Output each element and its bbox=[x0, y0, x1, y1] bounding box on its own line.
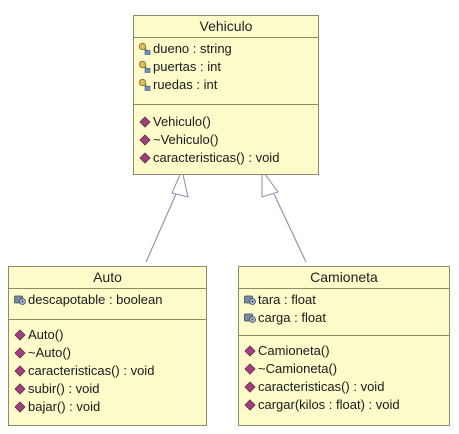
member-text: ~Auto() bbox=[28, 345, 71, 360]
member-row[interactable]: subir() : void bbox=[13, 380, 206, 398]
key-field-icon bbox=[138, 60, 152, 74]
member-text: carga : float bbox=[258, 310, 326, 325]
method-icon bbox=[243, 362, 257, 376]
member-text: ~Camioneta() bbox=[258, 361, 338, 376]
key-field-icon bbox=[138, 42, 152, 56]
member-text: descapotable : boolean bbox=[28, 292, 163, 307]
member-row[interactable]: ruedas : int bbox=[138, 76, 318, 94]
member-text: ruedas : int bbox=[153, 77, 218, 92]
private-field-icon bbox=[13, 293, 27, 307]
member-row[interactable]: caracteristicas() : void bbox=[13, 362, 206, 380]
member-row[interactable]: descapotable : boolean bbox=[13, 291, 206, 309]
member-row[interactable]: puertas : int bbox=[138, 58, 318, 76]
method-icon bbox=[13, 382, 27, 396]
method-icon bbox=[243, 344, 257, 358]
member-row[interactable]: Vehiculo() bbox=[138, 113, 318, 131]
member-row[interactable]: carga : float bbox=[243, 309, 449, 327]
method-icon bbox=[13, 328, 27, 342]
member-row[interactable]: Auto() bbox=[13, 326, 206, 344]
attributes-auto: descapotable : boolean bbox=[9, 289, 206, 320]
key-field-icon bbox=[138, 78, 152, 92]
methods-auto: Auto() ~Auto() caracteristicas() : void sub… bbox=[9, 320, 206, 418]
method-icon bbox=[13, 400, 27, 414]
member-row[interactable]: caracteristicas() : void bbox=[138, 149, 318, 167]
methods-camioneta: Camioneta() ~Camioneta() caracteristicas()… bbox=[239, 336, 449, 416]
member-text: caracteristicas() : void bbox=[258, 379, 385, 394]
member-text: cargar(kilos : float) : void bbox=[258, 397, 400, 412]
member-row[interactable]: ~Camioneta() bbox=[243, 360, 449, 378]
inheritance-line-auto bbox=[145, 193, 177, 263]
class-name-vehiculo: Vehiculo bbox=[134, 16, 318, 38]
member-text: caracteristicas() : void bbox=[153, 150, 280, 165]
attributes-camioneta: tara : float carga : float bbox=[239, 289, 449, 336]
inheritance-arrowhead-auto bbox=[171, 168, 189, 198]
method-icon bbox=[138, 115, 152, 129]
member-row[interactable]: Camioneta() bbox=[243, 342, 449, 360]
method-icon bbox=[243, 398, 257, 412]
member-text: puertas : int bbox=[153, 59, 221, 74]
class-auto[interactable]: Auto descapotable : boolean Auto() ~Auto(… bbox=[8, 266, 207, 426]
attributes-vehiculo: dueno : string puertas : int ruedas : int bbox=[134, 38, 318, 105]
member-text: Vehiculo() bbox=[153, 114, 211, 129]
member-text: bajar() : void bbox=[28, 399, 101, 414]
class-camioneta[interactable]: Camioneta tara : float carga : float Cami… bbox=[238, 266, 450, 426]
member-text: tara : float bbox=[258, 292, 316, 307]
member-row[interactable]: cargar(kilos : float) : void bbox=[243, 396, 449, 414]
member-row[interactable]: dueno : string bbox=[138, 40, 318, 58]
inheritance-line-camioneta bbox=[273, 193, 307, 263]
methods-vehiculo: Vehiculo() ~Vehiculo() caracteristicas() :… bbox=[134, 105, 318, 169]
member-text: subir() : void bbox=[28, 381, 100, 396]
member-row[interactable]: bajar() : void bbox=[13, 398, 206, 416]
member-row[interactable]: caracteristicas() : void bbox=[243, 378, 449, 396]
member-row[interactable]: tara : float bbox=[243, 291, 449, 309]
member-text: dueno : string bbox=[153, 41, 232, 56]
member-text: Auto() bbox=[28, 327, 64, 342]
method-icon bbox=[243, 380, 257, 394]
member-text: ~Vehiculo() bbox=[153, 132, 219, 147]
inheritance-arrowhead-camioneta bbox=[261, 168, 279, 198]
method-icon bbox=[138, 133, 152, 147]
method-icon bbox=[13, 364, 27, 378]
member-text: Camioneta() bbox=[258, 343, 330, 358]
class-name-auto: Auto bbox=[9, 267, 206, 289]
private-field-icon bbox=[243, 311, 257, 325]
member-row[interactable]: ~Auto() bbox=[13, 344, 206, 362]
class-vehiculo[interactable]: Vehiculo dueno : string puertas : int rued… bbox=[133, 15, 319, 175]
method-icon bbox=[138, 151, 152, 165]
member-text: caracteristicas() : void bbox=[28, 363, 155, 378]
member-row[interactable]: ~Vehiculo() bbox=[138, 131, 318, 149]
private-field-icon bbox=[243, 293, 257, 307]
method-icon bbox=[13, 346, 27, 360]
class-name-camioneta: Camioneta bbox=[239, 267, 449, 289]
